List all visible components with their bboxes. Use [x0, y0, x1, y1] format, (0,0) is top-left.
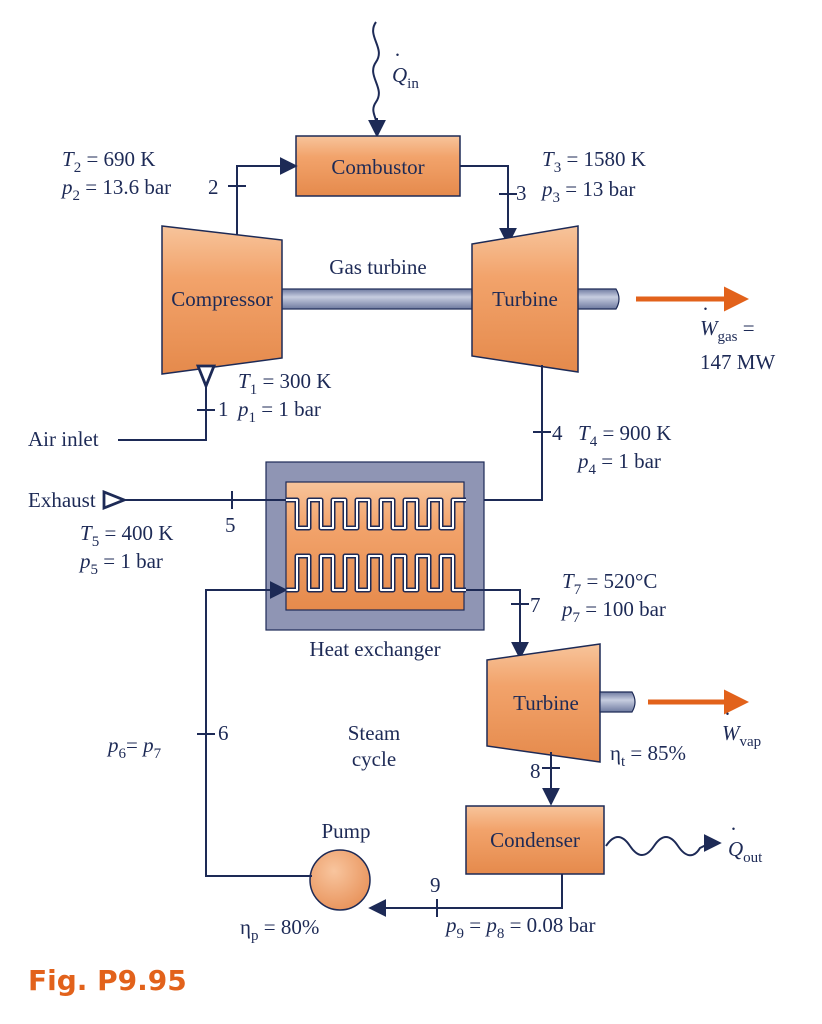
steam-turbine-shape	[486, 643, 601, 763]
flow-7	[466, 589, 529, 660]
state-5-temperature: T5 = 400 K	[80, 521, 173, 550]
figure-caption: Fig. P9.95	[28, 964, 187, 997]
state-2-number: 2	[208, 175, 219, 199]
turbine-efficiency: ηt = 85%	[610, 741, 686, 770]
q-in-dot: ·	[394, 43, 401, 67]
state-3-temperature: T3 = 1580 K	[542, 147, 646, 176]
state-9-number: 9	[430, 873, 441, 897]
gas-coil-light	[286, 499, 466, 529]
pump-efficiency: ηp = 80%	[240, 915, 319, 944]
combustor-label: Combustor	[331, 155, 424, 179]
steam-cycle-label-line1: Steam	[348, 721, 401, 745]
state-2-pressure: p2 = 13.6 bar	[60, 175, 171, 204]
compressor-shape	[161, 225, 283, 375]
state-7-number: 7	[530, 593, 541, 617]
w-vap-dot: ·	[724, 702, 731, 726]
gas-turbine-component-label: Turbine	[492, 287, 558, 311]
flow-4	[464, 365, 543, 509]
heat-out-squiggle	[605, 836, 713, 857]
state-2-temperature: T2 = 690 K	[62, 147, 155, 176]
w-gas-value: 147 MW	[700, 350, 775, 374]
gas-turbine-label: Gas turbine	[329, 255, 426, 279]
heat-in-squiggle	[372, 21, 380, 129]
gas-turbine-shaft	[275, 288, 482, 310]
air-inlet-label: Air inlet	[28, 427, 99, 451]
state-6-pressure-relation: p6= p7	[106, 733, 162, 762]
flow-3	[460, 165, 517, 246]
flow-2	[236, 157, 298, 240]
w-gas-dot: ·	[702, 297, 709, 321]
state-5-number: 5	[225, 513, 236, 537]
state-5-pressure: p5 = 1 bar	[78, 549, 163, 578]
q-out-dot: ·	[730, 817, 737, 841]
state-1-pressure: p1 = 1 bar	[236, 397, 321, 426]
condenser-box	[465, 805, 605, 875]
q-in-label: Qin	[392, 63, 419, 92]
state-8-number: 8	[530, 759, 541, 783]
state-4-pressure: p4 = 1 bar	[576, 449, 661, 478]
state-7-temperature: T7 = 520°C	[562, 569, 657, 598]
turbine-output-shaft	[575, 288, 620, 310]
state-1-temperature: T1 = 300 K	[238, 369, 331, 398]
state-4-number: 4	[552, 421, 563, 445]
w-vap-label: Wvap	[722, 721, 761, 750]
state-3-pressure: p3 = 13 bar	[540, 177, 635, 206]
compressor-label: Compressor	[171, 287, 273, 311]
heat-exchanger-label: Heat exchanger	[309, 637, 440, 661]
pump-label: Pump	[321, 819, 370, 843]
state-9-pressure-relation: p9 = p8 = 0.08 bar	[444, 913, 596, 942]
pump-circle	[309, 849, 371, 911]
flow-1	[118, 386, 206, 441]
w-gas-label: Wgas =	[700, 316, 755, 345]
state-3-number: 3	[516, 181, 527, 205]
q-out-label: Qout	[728, 837, 763, 866]
steam-turbine-label: Turbine	[513, 691, 579, 715]
exhaust-label: Exhaust	[28, 488, 96, 512]
gas-turbine-shape	[471, 225, 579, 373]
state-4-temperature: T4 = 900 K	[578, 421, 671, 450]
steam-turbine-shaft	[599, 691, 636, 713]
state-7-pressure: p7 = 100 bar	[560, 597, 666, 626]
steam-cycle-label-line2: cycle	[352, 747, 396, 771]
water-coil-light	[286, 555, 466, 591]
flow-9	[368, 874, 563, 917]
state-6-number: 6	[218, 721, 229, 745]
condenser-label: Condenser	[490, 828, 580, 852]
state-1-number: 1	[218, 397, 229, 421]
